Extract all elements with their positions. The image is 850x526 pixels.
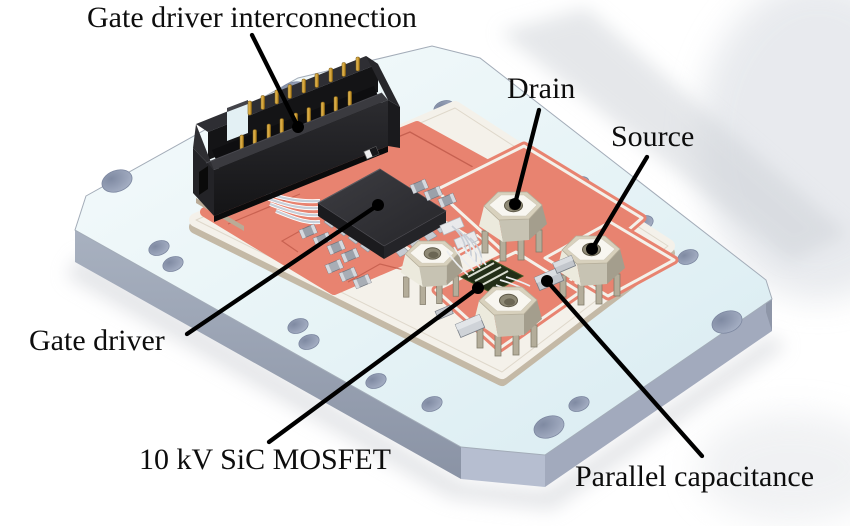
baseplate-side-left [75,230,461,479]
mounting-hole [421,396,443,412]
label-drain: Drain [507,72,576,105]
leader-gate-driver-interconnection [249,32,304,133]
terminal-source-kelvin [474,286,542,357]
leader-mosfet [266,282,484,445]
parallel-capacitor-2 [552,254,577,274]
mounting-hole [298,334,320,350]
mounting-hole [162,256,184,272]
terminal-drain [479,191,547,262]
mounting-hole [365,373,387,389]
mounting-hole [568,396,590,412]
label-source: Source [611,120,695,153]
label-parallel-capacitance: Parallel capacitance [575,460,815,493]
label-gate-driver: Gate driver [29,324,165,357]
header-pins [239,56,360,151]
terminal-gate [400,240,464,305]
mounting-hole [711,310,743,334]
leader-source [586,154,650,255]
mounting-hole [287,318,309,334]
mounting-hole [148,240,170,256]
leader-drain [509,107,542,210]
smd-diode [363,146,380,160]
baseplate-side-right [545,299,772,487]
mounting-hole [533,415,565,439]
baseplate-side-south-chamfer [461,447,545,487]
background-shadow [66,0,850,523]
label-mosfet: 10 kV SiC MOSFET [139,443,392,476]
mounting-hole [101,169,133,193]
leader-gate-driver [184,199,384,337]
leader-parallel-capacitance [541,275,705,459]
label-gate-driver-interconnection: Gate driver interconnection [87,1,417,34]
